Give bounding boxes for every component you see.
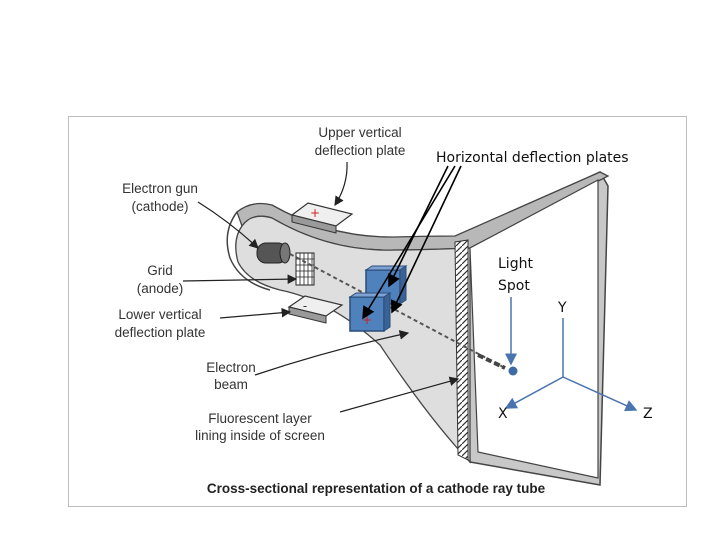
figure-caption: Cross-sectional representation of a cath… (207, 481, 546, 496)
label-grid-2: (anode) (137, 281, 184, 296)
axis-x-label: X (498, 406, 508, 422)
label-lower-plate-1: Lower vertical (118, 307, 201, 322)
label-lower-plate-2: deflection plate (115, 325, 206, 340)
label-electron-beam-1: Electron (206, 360, 256, 375)
label-fluorescent-1: Fluorescent layer (208, 411, 312, 426)
axis-x-line (504, 376, 564, 409)
label-electron-gun-1: Electron gun (122, 181, 198, 196)
grid-anode (295, 252, 315, 286)
label-fluorescent-2: lining inside of screen (195, 428, 325, 443)
label-upper-plate-2: deflection plate (315, 143, 406, 158)
electron-gun (256, 242, 291, 264)
label-grid-1: Grid (147, 263, 173, 278)
horizontal-front-sign: + (362, 313, 372, 327)
label-light-spot-2: Spot (498, 278, 530, 294)
lower-plate-sign: - (303, 299, 307, 313)
label-horizontal-plates: Horizontal deflection plates (436, 150, 629, 166)
upper-vertical-plate: + (290, 202, 354, 234)
axis-z-label: Z (643, 406, 653, 422)
overlay-annotations: Horizontal deflection plates Light Spot (362, 150, 629, 366)
upper-plate-sign: + (310, 206, 320, 220)
screen-face (469, 179, 599, 479)
light-spot-dot (508, 366, 518, 376)
figure-labels: Upper vertical deflection plate Electron… (115, 125, 546, 496)
label-electron-gun-2: (cathode) (131, 199, 188, 214)
lower-vertical-plate: - (287, 295, 344, 324)
label-light-spot-1: Light (498, 256, 533, 272)
label-upper-plate-1: Upper vertical (318, 125, 401, 140)
beam-end (477, 353, 506, 370)
axis-z-line (562, 376, 638, 412)
label-electron-beam-2: beam (214, 377, 248, 392)
label-arrows (182, 161, 460, 413)
axis-y-label: Y (557, 300, 567, 316)
coordinate-axes: Y X Z (498, 300, 653, 422)
